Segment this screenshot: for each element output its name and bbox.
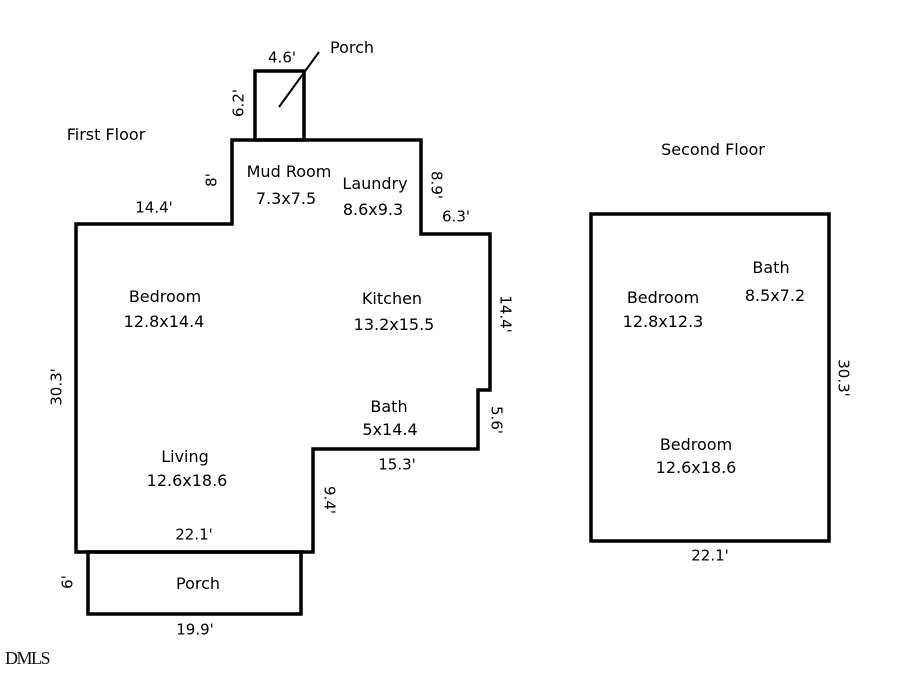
porch-leader-line (278, 51, 320, 108)
top-left-width-dim: 14.4' (135, 198, 173, 217)
first-floor-title: First Floor (66, 125, 146, 144)
front-porch-depth-dim: 6' (58, 575, 77, 589)
entry-porch-width-dim: 4.6' (268, 48, 296, 67)
bedroom-name: Bedroom (128, 287, 202, 306)
living-dims: 12.6x18.6 (146, 471, 228, 490)
living-name: Living (161, 447, 209, 466)
second-floor-bedroom-lower-dims: 12.6x18.6 (655, 458, 737, 477)
bedroom-dims: 12.8x14.4 (123, 312, 205, 331)
bath-right-dim: 5.6' (487, 406, 506, 434)
second-floor-bedroom-lower-name: Bedroom (659, 435, 733, 454)
second-floor-bottom-width-dim: 22.1' (691, 546, 729, 565)
bath-dims: 5x14.4 (362, 420, 418, 439)
kitchen-right-dim: 14.4' (496, 295, 515, 333)
kitchen-step-dim: 6.3' (442, 207, 470, 226)
laundry-dims: 8.6x9.3 (342, 200, 404, 219)
second-floor-outline (589, 212, 831, 543)
front-porch-name: Porch (175, 574, 221, 593)
kitchen-name: Kitchen (361, 289, 423, 308)
mudroom-step-dim: 8' (202, 173, 221, 187)
second-floor-right-height-dim: 30.3' (834, 359, 853, 397)
laundry-name: Laundry (342, 174, 408, 193)
first-floor-bottom-width-dim: 22.1' (175, 525, 213, 544)
front-porch-width-dim: 19.9' (176, 620, 214, 639)
entry-porch-outline (253, 69, 306, 142)
second-floor-bath-dims: 8.5x7.2 (744, 286, 806, 305)
second-floor-bath-name: Bath (752, 258, 790, 277)
second-floor-bedroom-upper-dims: 12.8x12.3 (622, 312, 704, 331)
mudroom-name: Mud Room (246, 162, 332, 181)
front-porch-outline (86, 550, 303, 616)
first-floor-outline (74, 138, 492, 554)
second-floor-bedroom-upper-name: Bedroom (626, 288, 700, 307)
mudroom-dims: 7.3x7.5 (255, 189, 317, 208)
living-right-dim: 9.4' (320, 486, 339, 514)
entry-porch-depth-dim: 6.2' (229, 89, 248, 117)
bath-bottom-dim: 15.3' (378, 455, 416, 474)
laundry-right-dim: 8.9' (427, 171, 446, 199)
first-floor-left-height-dim: 30.3' (47, 368, 66, 406)
kitchen-dims: 13.2x15.5 (353, 315, 435, 334)
mls-watermark: DMLS (5, 648, 51, 668)
second-floor-title: Second Floor (661, 140, 765, 159)
bath-name: Bath (370, 397, 408, 416)
entry-porch-label: Porch (329, 38, 375, 57)
